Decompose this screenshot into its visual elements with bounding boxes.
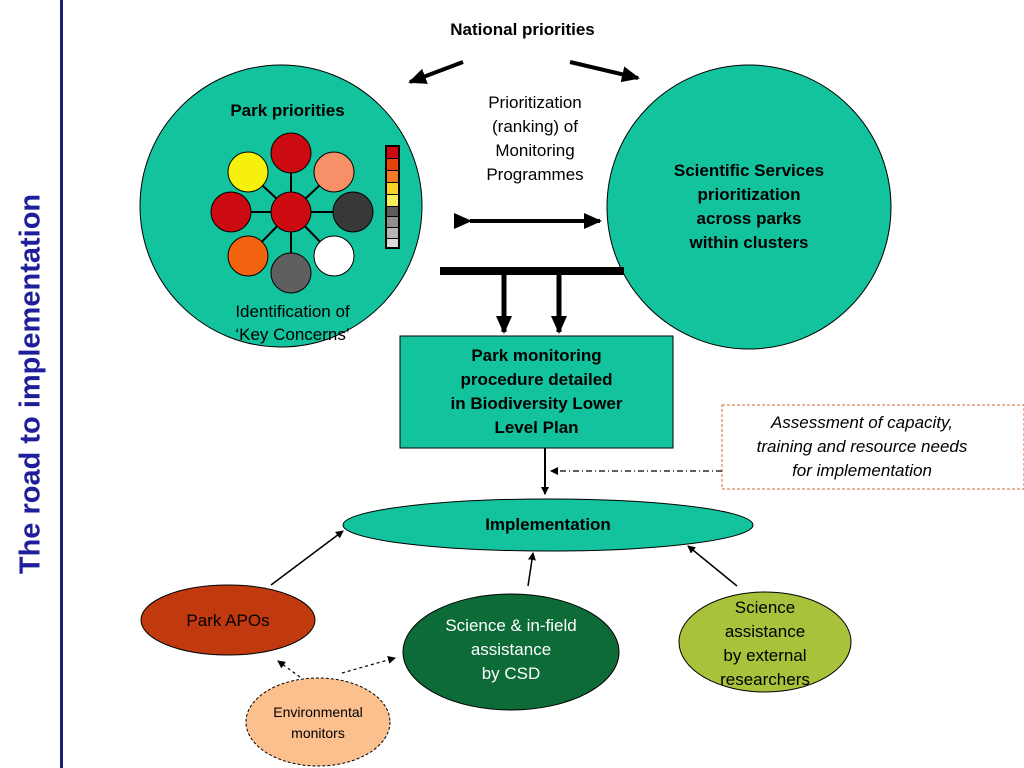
- env-monitors-text: Environmental monitors: [250, 702, 386, 744]
- scientific-services-text: Scientific Services prioritization acros…: [620, 159, 878, 255]
- ranking-line-1: Prioritization: [488, 93, 582, 112]
- csd-text: Science & in-field assistance by CSD: [410, 614, 612, 686]
- scientific-line-4: within clusters: [689, 233, 809, 252]
- external-line-1: Science: [734, 598, 796, 617]
- env-line-1: Environmental: [273, 704, 363, 720]
- merge-bar: [440, 267, 624, 275]
- arrow-csd-implementation: [527, 552, 536, 587]
- monitoring-line-2: procedure detailed: [460, 370, 613, 389]
- priority-scale-bar-icon: [385, 145, 400, 249]
- monitoring-box-text: Park monitoring procedure detailed in Bi…: [400, 344, 673, 440]
- ranking-text: Prioritization (ranking) of Monitoring P…: [455, 91, 615, 187]
- key-concerns-line-2: ‘Key Concerns’: [235, 325, 350, 344]
- assessment-box: [721, 404, 1024, 490]
- csd-ellipse: [402, 593, 620, 711]
- national-priorities-label: National priorities: [450, 20, 595, 39]
- scientific-line-3: across parks: [696, 209, 802, 228]
- key-concerns-line-1: Identification of: [235, 302, 350, 321]
- park-apos-ellipse: [140, 584, 316, 656]
- park-apos-label: Park APOs: [186, 611, 270, 630]
- env-to-apos-arrow: [277, 660, 301, 678]
- scientific-services-circle: [606, 64, 892, 350]
- ranking-line-2: (ranking) of: [492, 117, 578, 136]
- external-line-2: assistance: [724, 622, 806, 641]
- ranking-line-3: Monitoring: [495, 141, 575, 160]
- arrow-external-implementation: [687, 545, 738, 587]
- monitoring-line-4: Level Plan: [494, 418, 579, 437]
- scientific-line-1: Scientific Services: [673, 161, 825, 180]
- key-concerns-caption: Identification of ‘Key Concerns’: [190, 300, 395, 346]
- external-line-3: by external: [723, 646, 807, 665]
- csd-line-3: by CSD: [481, 664, 541, 683]
- external-line-4: researchers: [720, 670, 810, 689]
- assessment-line-1: Assessment of capacity,: [770, 413, 954, 432]
- assessment-line-3: for implementation: [792, 461, 932, 480]
- external-researchers-ellipse: [678, 591, 852, 693]
- scientific-line-2: prioritization: [697, 185, 801, 204]
- assessment-text: Assessment of capacity, training and res…: [722, 411, 1002, 483]
- park-priorities-title: Park priorities: [230, 101, 345, 120]
- csd-line-1: Science & in-field: [445, 616, 577, 635]
- ranking-line-4: Programmes: [486, 165, 584, 184]
- external-text: Science assistance by external researche…: [690, 596, 840, 692]
- arrow-to-park: [408, 60, 464, 84]
- monitoring-line-3: in Biodiversity Lower: [450, 394, 623, 413]
- env-to-csd-arrow: [341, 656, 396, 674]
- env-line-2: monitors: [291, 725, 345, 741]
- env-monitors-ellipse: [245, 677, 391, 767]
- arrow-to-scientific: [569, 60, 640, 83]
- arrow-apos-implementation: [270, 530, 344, 586]
- side-divider: [60, 0, 63, 768]
- csd-line-2: assistance: [470, 640, 552, 659]
- implementation-ellipse: [342, 498, 754, 552]
- key-concerns-network-icon: [210, 132, 374, 294]
- monitoring-line-1: Park monitoring: [471, 346, 602, 365]
- implementation-label: Implementation: [485, 515, 611, 534]
- assessment-line-2: training and resource needs: [756, 437, 968, 456]
- monitoring-box: [399, 335, 674, 449]
